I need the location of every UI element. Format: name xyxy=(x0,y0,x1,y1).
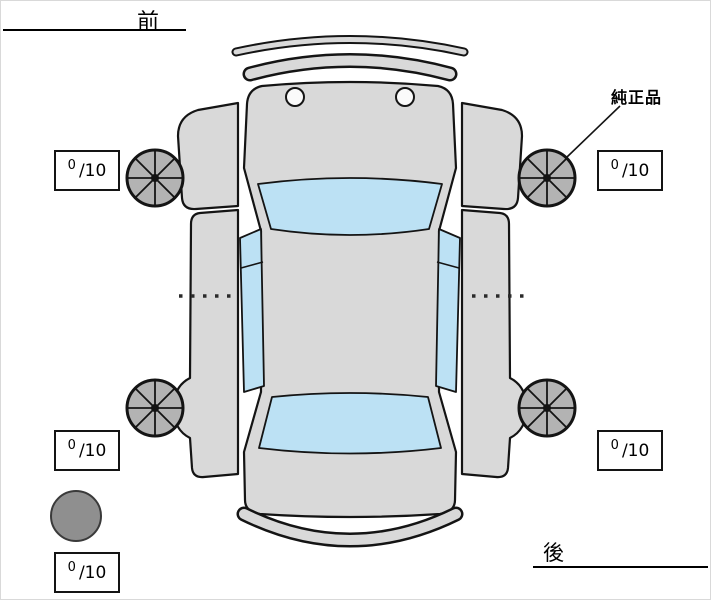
tire-depth-value: 0 xyxy=(67,438,76,453)
rear-label: 後 xyxy=(543,541,564,565)
front-label: 前 xyxy=(137,10,160,35)
left-window-seam xyxy=(240,261,264,269)
tire-depth-value: 0 xyxy=(610,158,619,173)
right-window-seam xyxy=(436,261,460,269)
front-divider-line xyxy=(3,29,186,31)
genuine-part-pointer-line xyxy=(566,105,621,158)
right-door-panel xyxy=(460,208,529,479)
tire-score-rear-left: 0 /10 xyxy=(54,430,120,471)
rear-divider-line xyxy=(533,566,708,568)
right-side-windows-glass xyxy=(435,228,461,393)
tire-score-front-left: 0 /10 xyxy=(54,150,120,191)
tire-score-spare: 0 /10 xyxy=(54,552,120,593)
front-bumper xyxy=(231,35,469,82)
tire-score-front-right: 0 /10 xyxy=(597,150,663,191)
hood-right-circle xyxy=(395,87,415,107)
front-left-wheel-icon xyxy=(125,148,185,208)
tire-score-rear-right: 0 /10 xyxy=(597,430,663,471)
rear-right-wheel-icon xyxy=(517,378,577,438)
hood-left-circle xyxy=(285,87,305,107)
front-right-wheel-icon xyxy=(517,148,577,208)
left-door-panel xyxy=(171,208,240,479)
left-front-fender-panel xyxy=(176,101,240,211)
tire-depth-scale: /10 xyxy=(78,160,107,181)
tire-depth-value: 0 xyxy=(67,560,76,575)
tire-depth-scale: /10 xyxy=(621,440,650,461)
tire-depth-value: 0 xyxy=(67,158,76,173)
tire-depth-scale: /10 xyxy=(621,160,650,181)
genuine-part-label: 純正品 xyxy=(611,88,663,107)
rear-window-glass xyxy=(258,392,442,455)
spare-tire-icon xyxy=(50,490,102,542)
tire-depth-scale: /10 xyxy=(78,440,107,461)
rear-left-wheel-icon xyxy=(125,378,185,438)
windshield-glass xyxy=(257,177,443,236)
tire-depth-value: 0 xyxy=(610,438,619,453)
right-front-fender-panel xyxy=(460,101,524,211)
tire-depth-scale: /10 xyxy=(78,562,107,583)
rear-bumper xyxy=(236,506,464,548)
left-side-windows-glass xyxy=(239,228,265,393)
